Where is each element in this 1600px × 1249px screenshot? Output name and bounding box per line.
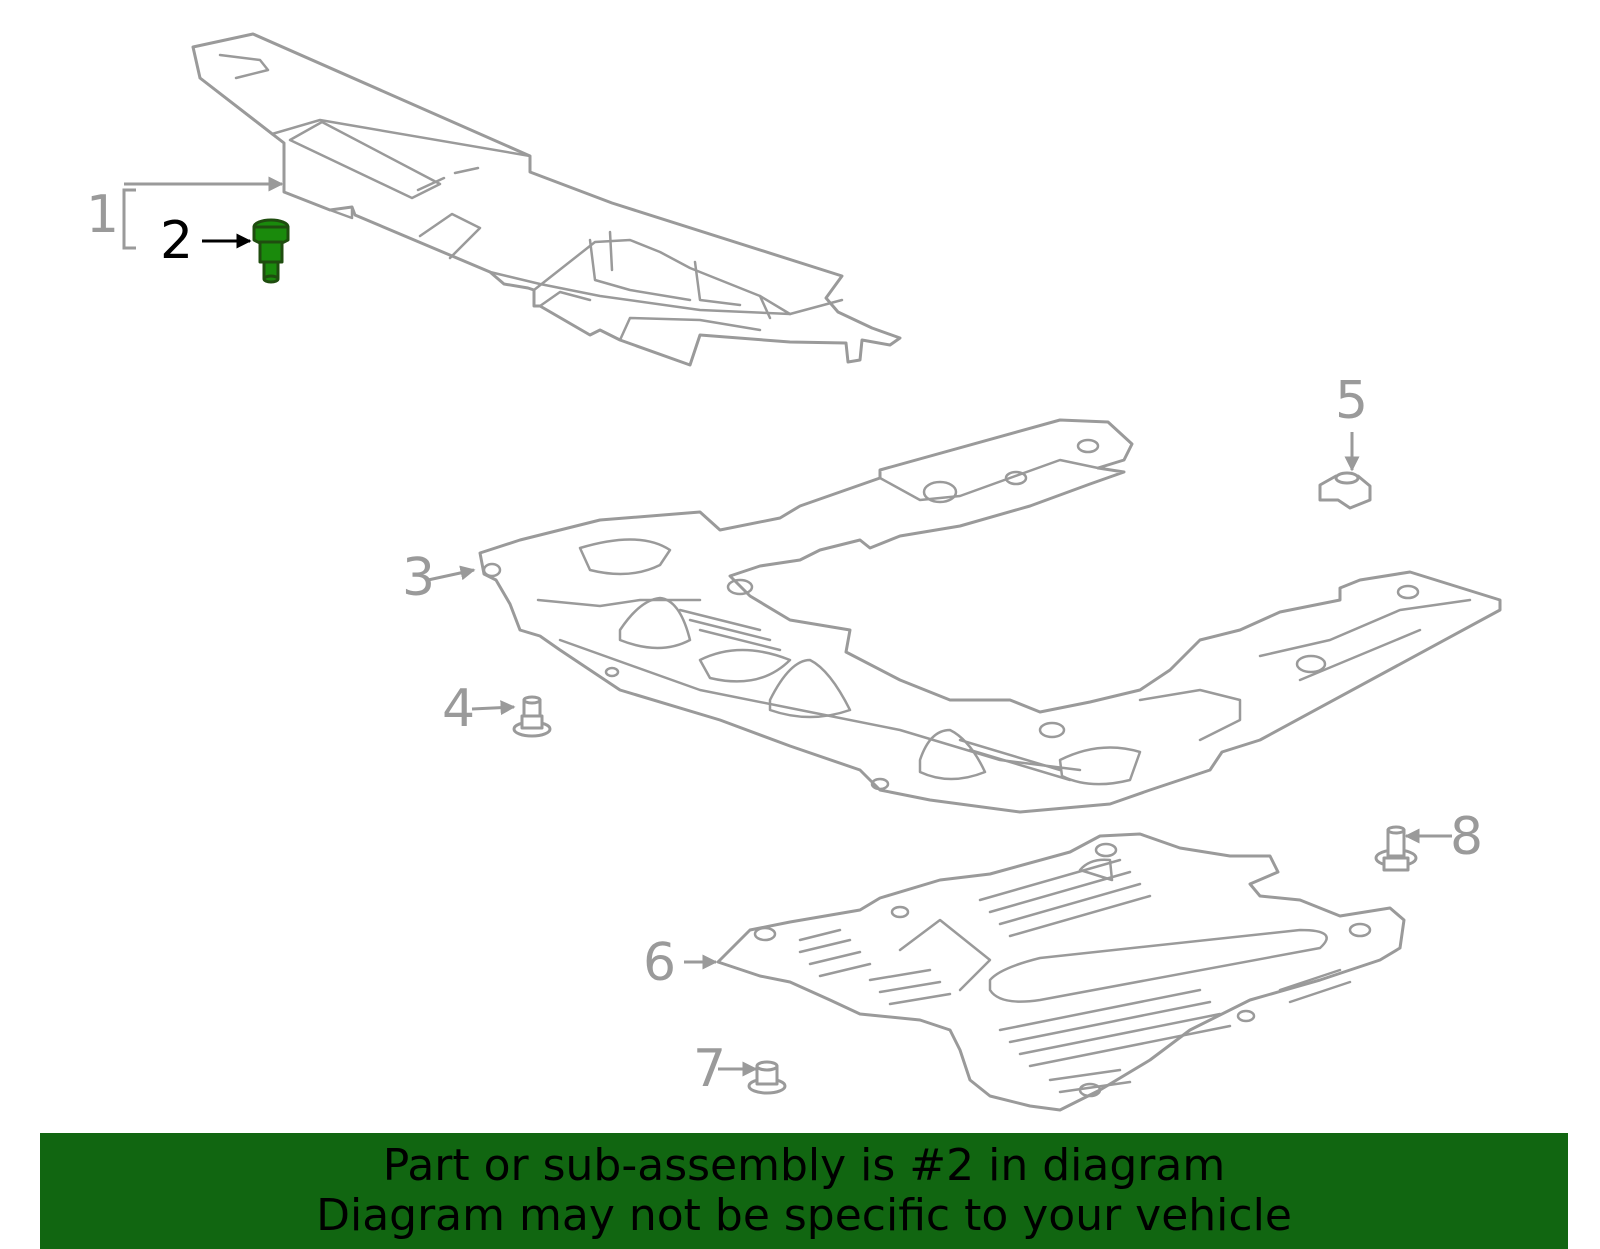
callout-7: 7 <box>693 1039 726 1099</box>
callout-1: 1 <box>86 185 119 245</box>
part-3-splash-shield <box>478 418 1502 814</box>
part-1-upper-shield <box>191 32 902 367</box>
part-4-bolt <box>512 695 552 738</box>
info-banner: Part or sub-assembly is #2 in diagram Di… <box>40 1133 1568 1249</box>
leader-lines <box>122 176 1452 1077</box>
part-7-bolt <box>747 1060 787 1095</box>
callout-8: 8 <box>1450 807 1483 867</box>
callout-6: 6 <box>643 933 676 993</box>
callout-5: 5 <box>1335 371 1368 431</box>
banner-line-2: Diagram may not be specific to your vehi… <box>316 1190 1292 1241</box>
part-6-rear-shield <box>716 832 1406 1112</box>
callout-2: 2 <box>160 211 193 271</box>
callout-3: 3 <box>402 548 435 608</box>
part-5-nut <box>1318 471 1372 510</box>
part-8-flange-bolt <box>1374 825 1418 872</box>
part-2-clip <box>252 218 290 284</box>
banner-line-1: Part or sub-assembly is #2 in diagram <box>382 1140 1226 1191</box>
callout-4: 4 <box>442 679 475 739</box>
